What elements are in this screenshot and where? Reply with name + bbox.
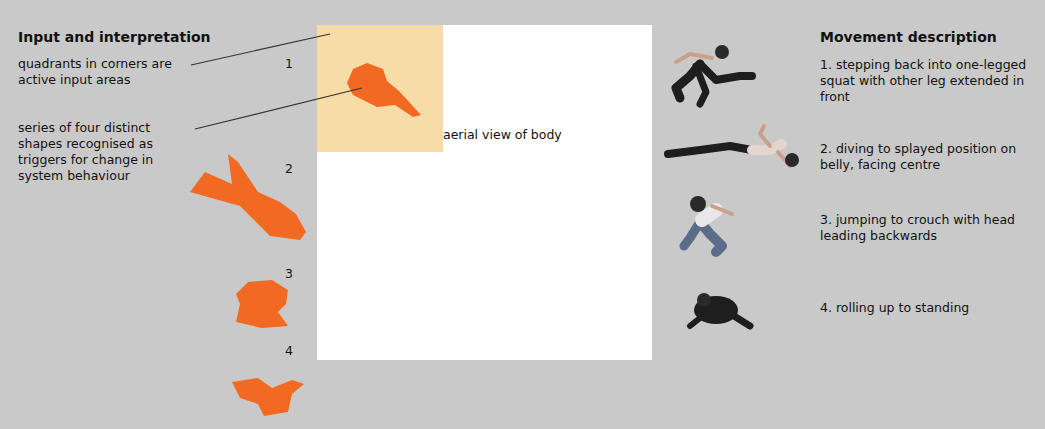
stage-floor bbox=[317, 25, 652, 360]
leader-line bbox=[195, 88, 362, 129]
callout-number: 2 bbox=[285, 161, 293, 177]
callout-number: 4 bbox=[285, 343, 293, 359]
body-shapes bbox=[190, 154, 306, 416]
stage-outline bbox=[317, 25, 652, 360]
stage-caption: aerial view of body bbox=[443, 127, 562, 143]
body-shape bbox=[347, 63, 421, 117]
leader-line bbox=[191, 34, 330, 65]
section-heading: Movement description bbox=[820, 29, 997, 45]
movement-description: 2. diving to splayed position on belly, … bbox=[820, 141, 1035, 173]
callout-number: 3 bbox=[285, 266, 293, 282]
section-heading: Input and interpretation bbox=[18, 29, 211, 45]
dancer-photos bbox=[668, 45, 799, 326]
annotation: quadrants in corners are active input ar… bbox=[18, 56, 186, 88]
movement-description: 1. stepping back into one-legged squat w… bbox=[820, 57, 1035, 105]
movement-description: 3. jumping to crouch with head leading b… bbox=[820, 212, 1035, 244]
stage-square: aerial view of body bbox=[317, 25, 652, 360]
callout-number: 1 bbox=[285, 56, 293, 72]
input-quadrant bbox=[317, 25, 443, 152]
movement-description: 4. rolling up to standing bbox=[820, 300, 1035, 316]
annotation: series of four distinct shapes recognise… bbox=[18, 120, 190, 184]
